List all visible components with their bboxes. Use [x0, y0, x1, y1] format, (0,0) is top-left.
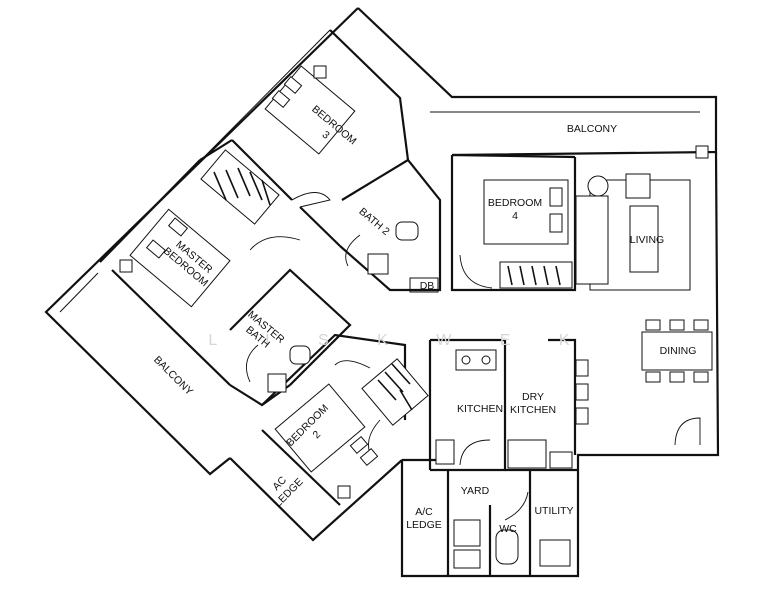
- wardrobe-bedroom4: [499, 261, 573, 289]
- label-kitchen: KITCHEN: [457, 403, 503, 415]
- bed-bedroom4: [483, 179, 569, 245]
- label-wc: WC: [499, 523, 517, 535]
- label-dry-kitchen-2: KITCHEN: [510, 404, 556, 416]
- label-balcony-top: BALCONY: [567, 123, 617, 135]
- label-living: LIVING: [630, 234, 664, 246]
- label-balcony-left: BALCONY: [151, 354, 195, 398]
- wardrobe-bedroom2: [361, 358, 429, 426]
- label-yard: YARD: [461, 485, 490, 497]
- sofa-living: [575, 173, 659, 285]
- bed-bedroom3: [264, 65, 356, 155]
- bath-fixtures: [267, 221, 571, 569]
- exterior-walls: [44, 7, 720, 578]
- bed-bedroom2: [274, 383, 379, 473]
- label-db: DB: [420, 280, 435, 292]
- label-utility: UTILITY: [534, 505, 573, 517]
- label-bedroom4-number: 4: [512, 210, 518, 222]
- label-ac-ledge-bottom-2: LEDGE: [406, 519, 442, 531]
- label-ac-ledge-bottom: A/C: [415, 506, 433, 518]
- label-bath2: BATH 2: [357, 206, 392, 238]
- label-dry-kitchen: DRY: [522, 391, 544, 403]
- kitchen-fixtures: [435, 349, 589, 469]
- ac-units: [119, 65, 709, 499]
- doors: [245, 192, 701, 521]
- label-bedroom4: BEDROOM: [488, 197, 542, 209]
- label-dining: DINING: [660, 345, 697, 357]
- watermark: L I S K W E K: [208, 332, 591, 349]
- bed-master: [129, 208, 231, 308]
- wardrobe-master: [200, 149, 280, 225]
- dining-table: [641, 319, 713, 383]
